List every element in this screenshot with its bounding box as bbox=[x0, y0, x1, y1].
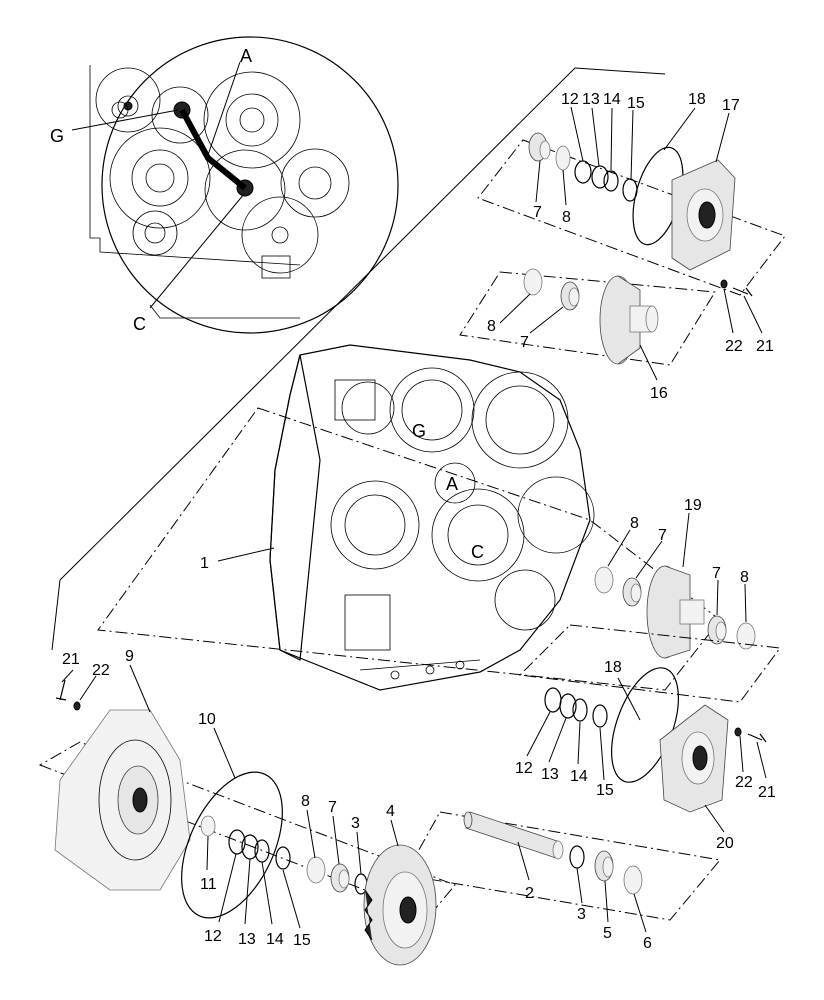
callout-18-a: 18 bbox=[688, 91, 706, 108]
callout-7-e: 7 bbox=[328, 799, 337, 816]
inset-label-a: A bbox=[240, 46, 252, 66]
callout-2: 2 bbox=[525, 885, 534, 902]
washer-22-left bbox=[73, 701, 81, 711]
housing-label-g: G bbox=[412, 421, 426, 441]
gear-19 bbox=[646, 565, 705, 659]
ring-15-left bbox=[275, 846, 291, 870]
shaft-2 bbox=[463, 811, 564, 860]
callout-13-a: 13 bbox=[582, 91, 600, 108]
callout-21-b: 21 bbox=[758, 784, 776, 801]
plate-10 bbox=[181, 771, 283, 919]
callout-3-a: 3 bbox=[351, 815, 360, 832]
callout-22-a: 22 bbox=[725, 338, 743, 355]
callout-15-a: 15 bbox=[627, 95, 645, 112]
bolt-21-right bbox=[747, 733, 767, 743]
race-8-far-right bbox=[736, 622, 756, 650]
cover-20 bbox=[659, 704, 729, 813]
bearing-7-right-a bbox=[622, 577, 642, 607]
callout-1: 1 bbox=[200, 555, 209, 572]
race-8-mid bbox=[523, 268, 543, 296]
callout-22-c: 22 bbox=[92, 662, 110, 679]
callout-14-c: 14 bbox=[266, 931, 284, 948]
callout-8-b: 8 bbox=[487, 318, 496, 335]
washer-22-upper bbox=[720, 279, 728, 289]
inset-label-c: C bbox=[133, 314, 146, 334]
bearing-7-mid bbox=[560, 281, 580, 311]
bolt-21-upper bbox=[732, 287, 753, 297]
race-6 bbox=[623, 865, 643, 895]
callout-8-d: 8 bbox=[740, 569, 749, 586]
lower-left-assembly: 21 22 9 10 11 12 13 14 15 8 7 3 4 2 3 5 … bbox=[38, 648, 721, 966]
gear-16 bbox=[599, 275, 659, 365]
bearing-7-upper bbox=[528, 132, 551, 162]
callout-8-a: 8 bbox=[562, 209, 571, 226]
washer-11 bbox=[200, 815, 216, 837]
callout-8-c: 8 bbox=[630, 515, 639, 532]
callout-18-b: 18 bbox=[604, 659, 622, 676]
callout-9: 9 bbox=[125, 648, 134, 665]
main-housing: G A C 1 bbox=[97, 344, 721, 691]
ring-14-upper bbox=[603, 170, 619, 192]
callout-14-a: 14 bbox=[603, 91, 621, 108]
snap-ring-3-right bbox=[569, 845, 585, 869]
callout-12-a: 12 bbox=[561, 91, 579, 108]
ring-15-right bbox=[592, 704, 608, 728]
callout-16: 16 bbox=[650, 385, 668, 402]
callout-15-b: 15 bbox=[596, 782, 614, 799]
callout-7-d: 7 bbox=[712, 565, 721, 582]
race-8-left bbox=[306, 856, 326, 884]
bearing-7-left bbox=[330, 863, 350, 893]
callout-17: 17 bbox=[722, 97, 740, 114]
ring-14-right bbox=[572, 698, 588, 722]
ring-12-left bbox=[228, 829, 246, 855]
cover-17 bbox=[671, 159, 736, 271]
callout-13-b: 13 bbox=[541, 766, 559, 783]
race-8-upper bbox=[555, 145, 571, 171]
callout-21-c: 21 bbox=[62, 651, 80, 668]
callout-11: 11 bbox=[200, 876, 217, 893]
bearing-5 bbox=[594, 850, 614, 882]
callout-20: 20 bbox=[716, 835, 734, 852]
housing-label-c: C bbox=[471, 542, 484, 562]
callout-22-b: 22 bbox=[735, 774, 753, 791]
bearing-7-right-b bbox=[707, 615, 727, 645]
callout-5: 5 bbox=[603, 925, 612, 942]
washer-22-right bbox=[734, 727, 742, 737]
callout-7-c: 7 bbox=[658, 527, 667, 544]
cover-20-assembly: 12 13 14 15 18 20 22 21 bbox=[515, 624, 781, 852]
gear-4 bbox=[363, 844, 437, 966]
callout-4: 4 bbox=[386, 803, 395, 820]
callout-7-a: 7 bbox=[533, 204, 542, 221]
ring-12-upper bbox=[574, 160, 592, 184]
callout-7-b: 7 bbox=[520, 334, 529, 351]
housing-label-a: A bbox=[446, 474, 458, 494]
callout-12-b: 12 bbox=[515, 760, 533, 777]
race-8-right bbox=[594, 566, 614, 594]
callout-12-c: 12 bbox=[204, 928, 222, 945]
cover-9 bbox=[54, 709, 191, 891]
callout-13-c: 13 bbox=[238, 931, 256, 948]
detail-inset: A G C bbox=[50, 36, 666, 651]
callout-15-c: 15 bbox=[293, 932, 311, 949]
ring-13-upper bbox=[591, 165, 609, 189]
callout-21-a: 21 bbox=[756, 338, 774, 355]
ring-12-right bbox=[544, 687, 562, 713]
callout-14-b: 14 bbox=[570, 768, 588, 785]
ring-13-right bbox=[559, 693, 577, 719]
upper-right-cover-assembly: 7 8 12 13 14 15 18 17 22 21 bbox=[477, 91, 786, 355]
callout-10: 10 bbox=[198, 711, 216, 728]
gear-19-assembly: 8 7 19 7 8 bbox=[594, 497, 756, 659]
gear-16-assembly: 8 7 16 bbox=[459, 268, 716, 402]
callout-19: 19 bbox=[684, 497, 702, 514]
bolt-21-left bbox=[55, 679, 67, 701]
callout-6: 6 bbox=[643, 935, 652, 952]
inset-label-g: G bbox=[50, 126, 64, 146]
callout-8-e: 8 bbox=[301, 793, 310, 810]
callout-3-b: 3 bbox=[577, 906, 586, 923]
